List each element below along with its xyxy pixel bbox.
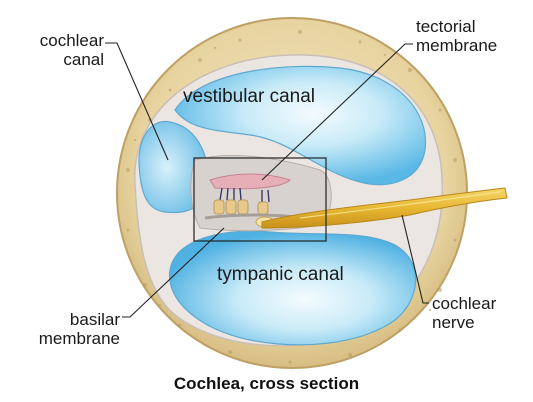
label-vestibular-canal: vestibular canal <box>183 86 315 107</box>
label-cochlear-canal-line2: canal <box>8 50 104 69</box>
label-basilar-membrane: basilar membrane <box>10 310 120 348</box>
label-basilar-membrane-line1: basilar <box>10 310 120 329</box>
label-cochlear-canal: cochlear canal <box>8 31 104 69</box>
label-cochlear-nerve-line2: nerve <box>432 313 496 332</box>
label-cochlear-nerve-line1: cochlear <box>432 294 496 313</box>
label-cochlear-canal-line1: cochlear <box>8 31 104 50</box>
label-basilar-membrane-line2: membrane <box>10 329 120 348</box>
label-tectorial-membrane-line1: tectorial <box>416 17 497 36</box>
label-tectorial-membrane-line2: membrane <box>416 36 497 55</box>
label-tympanic-canal: tympanic canal <box>217 264 344 285</box>
label-cochlear-nerve: cochlear nerve <box>432 294 496 332</box>
label-tectorial-membrane: tectorial membrane <box>416 17 497 55</box>
figure-caption: Cochlea, cross section <box>0 374 533 394</box>
support-cells <box>214 200 268 214</box>
